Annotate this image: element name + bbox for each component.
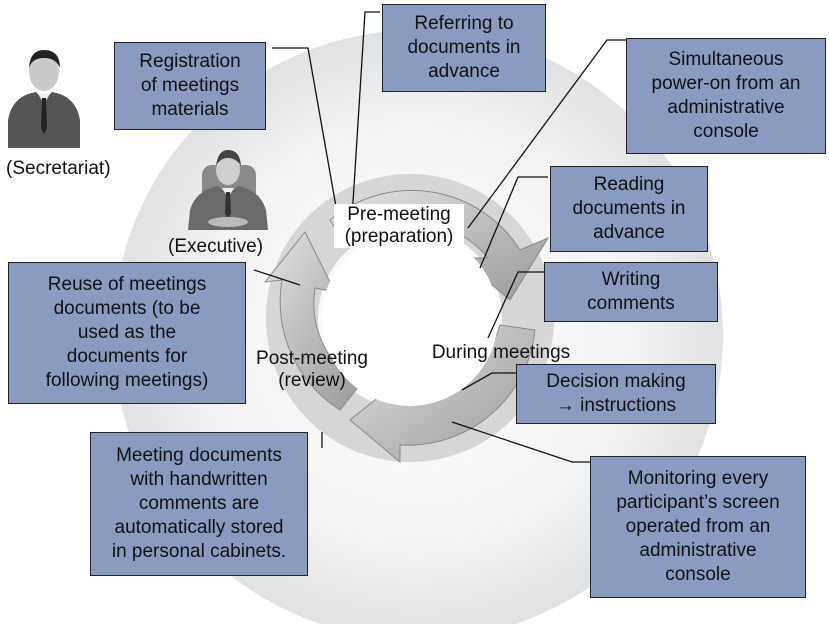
stored-box: Meeting documents with handwritten comme… [90,432,308,576]
registration-box: Registration of meetings materials [114,42,266,130]
post-meeting-label: Post-meeting (review) [256,348,368,391]
executive-person-icon [188,150,268,230]
pre-meeting-label: Pre-meeting (preparation) [334,204,464,248]
monitoring-box: Monitoring every participant’s screen op… [590,456,806,598]
decision-box: Decision making → instructions [516,364,716,424]
reuse-box: Reuse of meetings documents (to be used … [8,262,246,404]
writing-box: Writing comments [544,262,718,322]
during-meetings-label: During meetings [431,342,571,363]
secretariat-label: (Secretariat) [6,158,111,179]
executive-label: (Executive) [168,236,264,257]
reading-box: Reading documents in advance [550,166,708,252]
referring-box: Referring to documents in advance [382,4,546,92]
leader-lines [253,11,628,463]
secretariat-person-icon [8,50,80,148]
power-on-box: Simultaneous power-on from an administra… [626,38,826,154]
